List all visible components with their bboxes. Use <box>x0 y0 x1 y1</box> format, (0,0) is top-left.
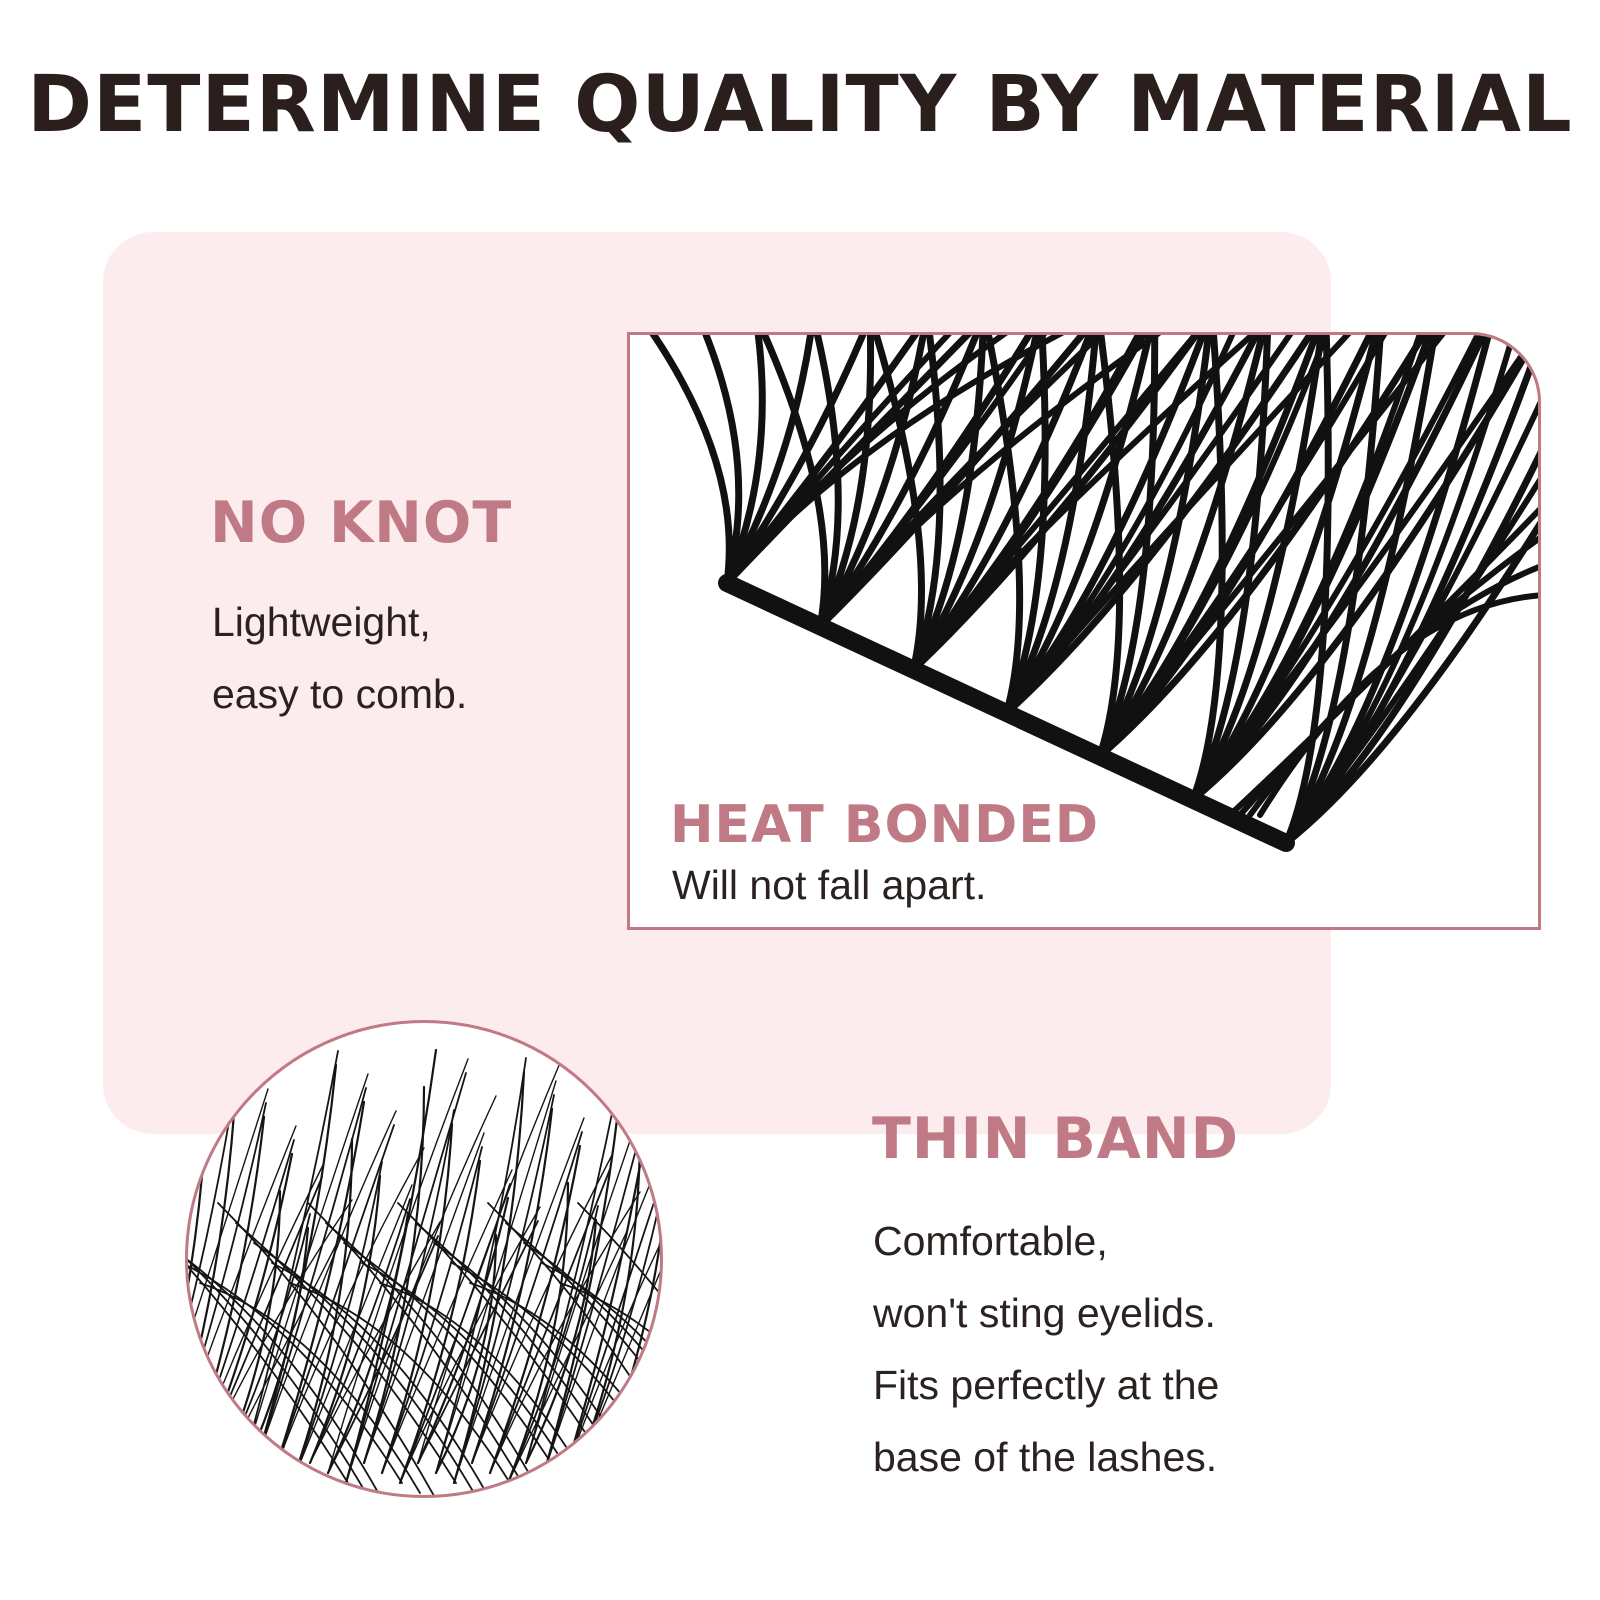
thin-band-line-2: won't sting eyelids. <box>873 1290 1216 1336</box>
thin-band-heading: THIN BAND <box>872 1106 1239 1172</box>
no-knot-description: Lightweight, easy to comb. <box>212 586 467 730</box>
lash-band <box>718 574 1295 852</box>
heat-bonded-heading: HEAT BONDED <box>670 795 1100 855</box>
no-knot-heading: NO KNOT <box>210 490 513 556</box>
no-knot-line-2: easy to comb. <box>212 671 468 717</box>
thin-band-line-3: Fits perfectly at the <box>873 1362 1220 1408</box>
lash-fibers-image <box>188 1041 660 1495</box>
no-knot-line-1: Lightweight, <box>212 599 431 645</box>
thin-band-circle <box>185 1020 663 1498</box>
page-title: DETERMINE QUALITY BY MATERIAL <box>27 60 1573 150</box>
lash-cluster-closeup-image <box>649 335 1538 852</box>
heat-bonded-card: HEAT BONDED Will not fall apart. <box>627 332 1541 930</box>
thin-band-line-4: base of the lashes. <box>873 1434 1218 1480</box>
thin-band-description: Comfortable, won't sting eyelids. Fits p… <box>873 1205 1219 1493</box>
heat-bonded-description: Will not fall apart. <box>672 862 987 908</box>
thin-band-line-1: Comfortable, <box>873 1218 1108 1264</box>
